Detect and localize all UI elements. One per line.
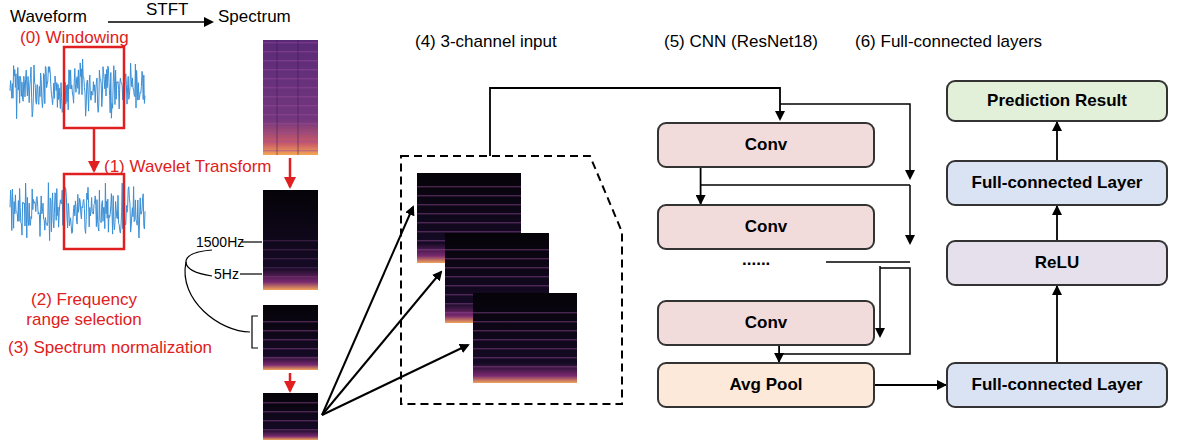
step-label: (2) Frequency range selection <box>8 290 160 329</box>
flow-arrow <box>778 346 780 362</box>
spectrum-image <box>263 305 318 370</box>
box-text: Full-connected Layer <box>972 173 1143 193</box>
dashed-outline <box>401 156 622 404</box>
layer-box: Conv <box>657 204 875 250</box>
text-label: 1500Hz <box>196 234 244 250</box>
box-text: ReLU <box>1035 253 1079 273</box>
window-box <box>64 174 124 249</box>
text-label: STFT <box>146 0 189 20</box>
box-text: Conv <box>745 313 788 333</box>
step-label: (0) Windowing <box>20 28 129 48</box>
spectrum-image <box>263 190 318 290</box>
layer-box: Prediction Result <box>946 80 1168 122</box>
layer-box: Conv <box>657 300 875 346</box>
box-text: Conv <box>745 135 788 155</box>
flow-arrow <box>1056 122 1058 160</box>
text-label: (6) Full-connected layers <box>855 32 1042 52</box>
text-label: 5Hz <box>214 266 239 282</box>
spectrum-image <box>263 393 318 440</box>
box-text: Full-connected Layer <box>972 375 1143 395</box>
flow-arrow <box>700 168 702 204</box>
window-box <box>64 47 124 128</box>
layer-box: Full-connected Layer <box>946 160 1168 206</box>
text-label: (4) 3-channel input <box>415 32 557 52</box>
step-label: (3) Spectrum normalization <box>8 338 212 358</box>
box-text: Conv <box>745 217 788 237</box>
layer-box: Avg Pool <box>657 362 875 408</box>
step-label: (1) Wavelet Transform <box>104 157 272 177</box>
text-label: Spectrum <box>218 7 291 27</box>
layer-box: Full-connected Layer <box>946 362 1168 408</box>
channel-image <box>417 173 577 383</box>
flow-arrow <box>1056 286 1058 362</box>
box-text: Prediction Result <box>987 91 1127 111</box>
layer-box: Conv <box>657 122 875 168</box>
box-text: Avg Pool <box>729 375 802 395</box>
layer-box: ReLU <box>946 240 1168 286</box>
flow-arrow <box>875 384 946 386</box>
flow-arrow <box>1056 206 1058 240</box>
spectrum-image <box>263 40 318 155</box>
text-label: Waveform <box>10 7 87 27</box>
text-label: ...... <box>742 250 770 270</box>
text-label: (5) CNN (ResNet18) <box>664 32 818 52</box>
